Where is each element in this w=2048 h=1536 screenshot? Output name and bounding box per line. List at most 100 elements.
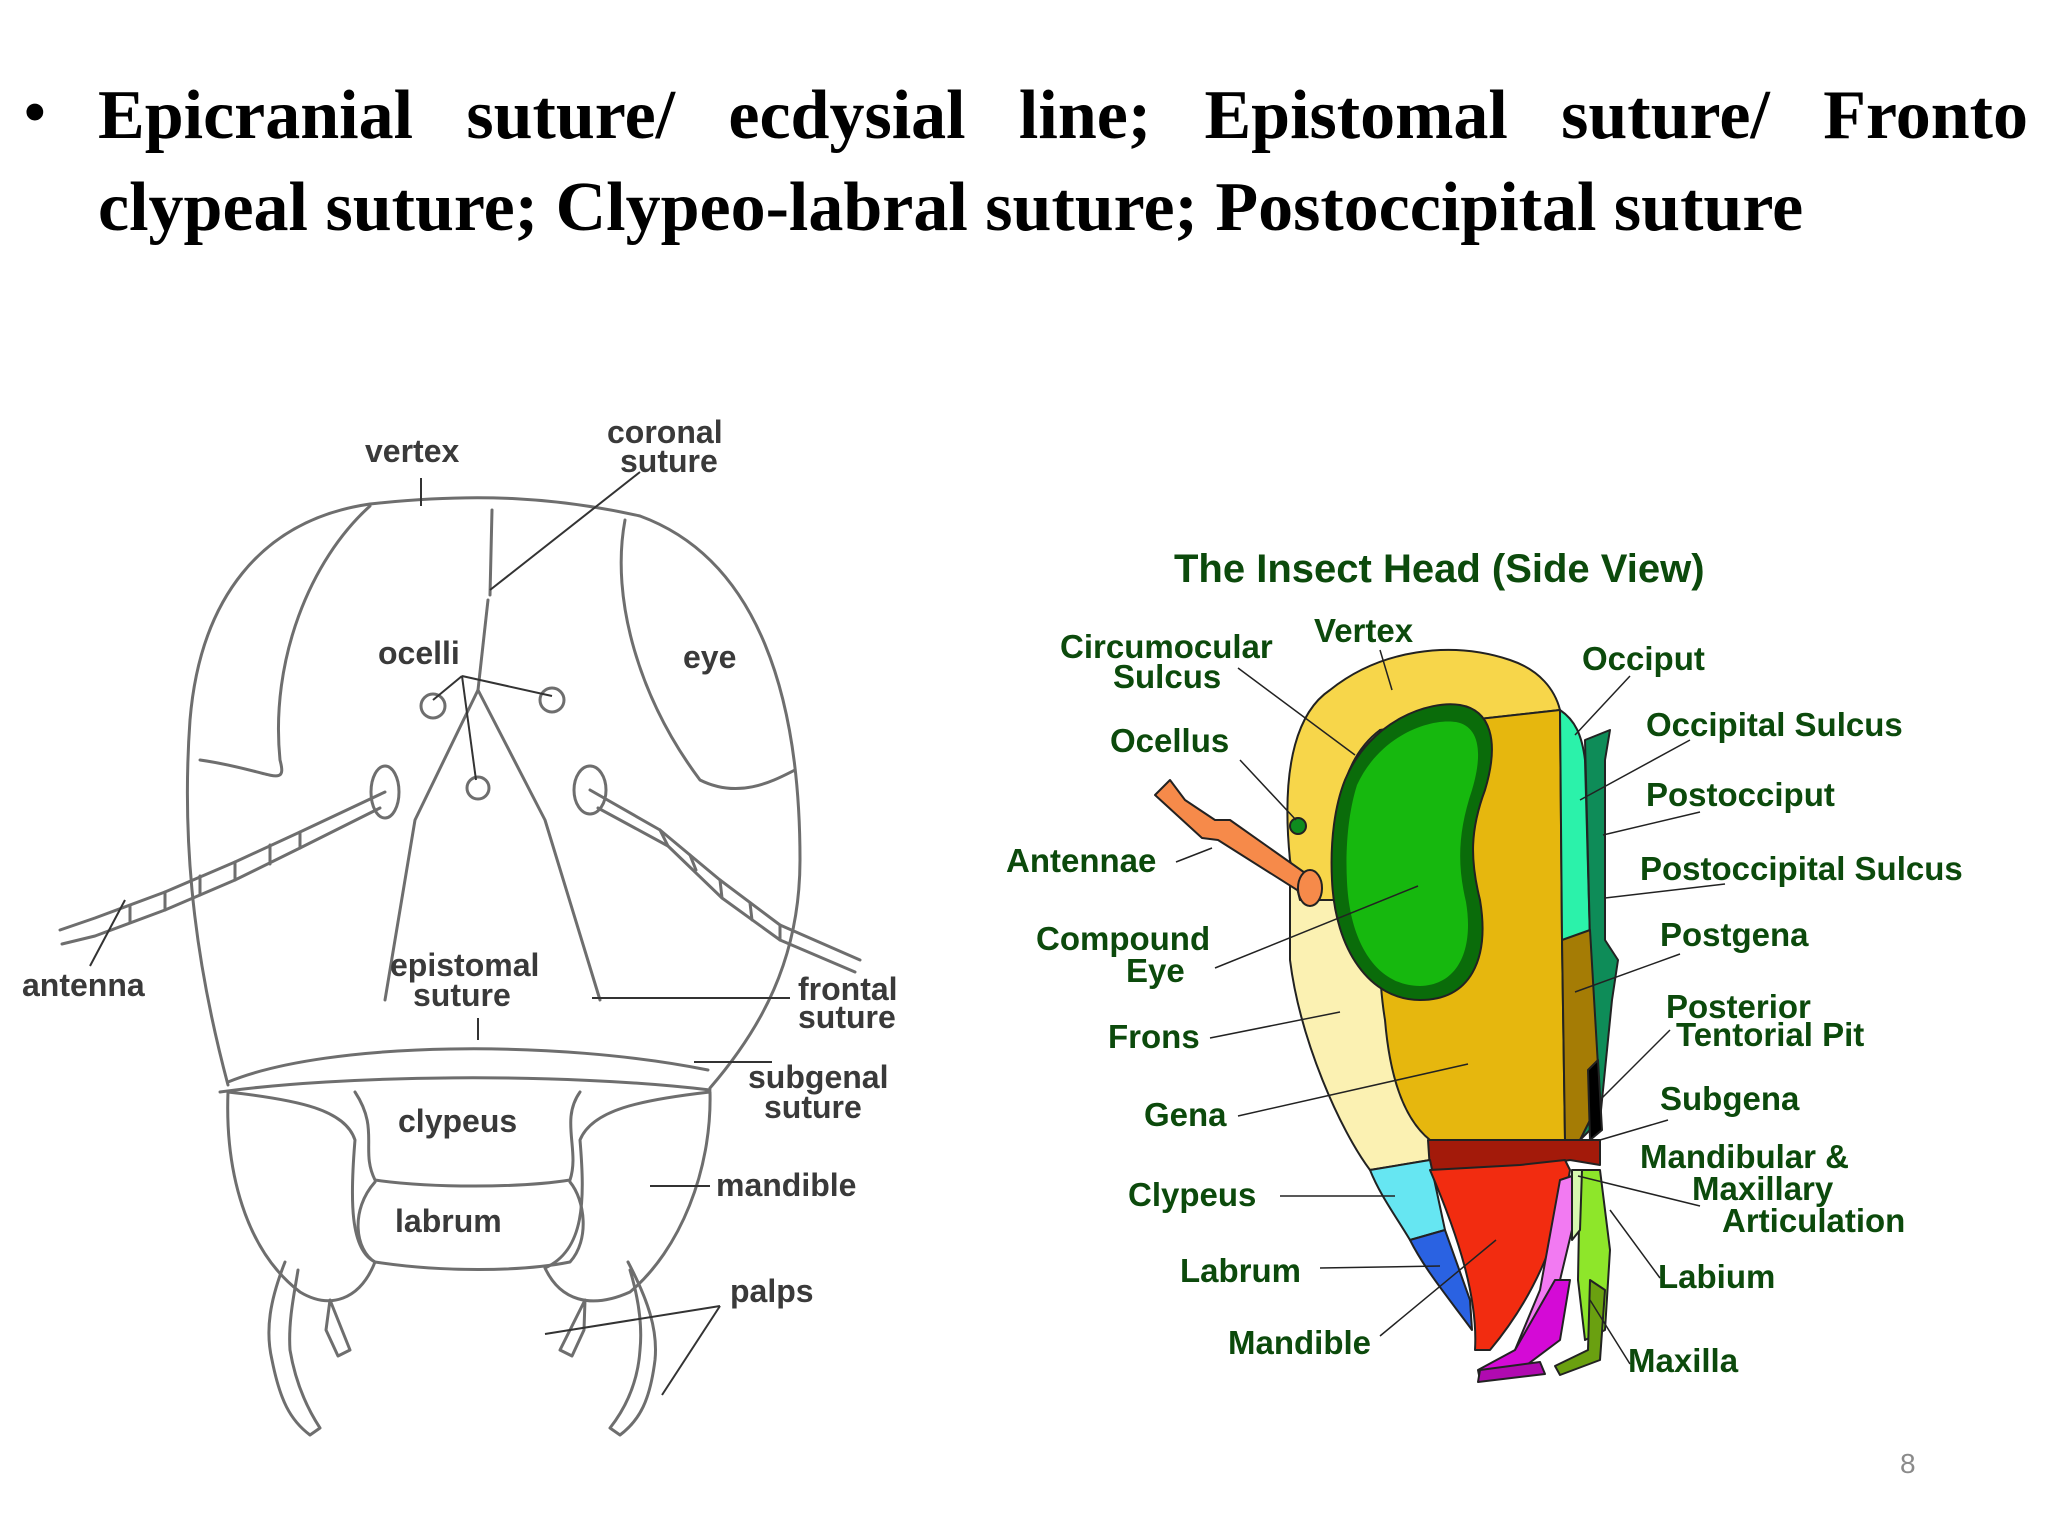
label-vertex-side: Vertex [1314, 612, 1414, 649]
mandible-leader-side [1379, 1239, 1497, 1337]
left-antenna [58, 790, 387, 946]
gena-leader [1237, 1063, 1469, 1117]
left-antenna-socket [369, 764, 401, 820]
label-ocelli: ocelli [378, 635, 460, 671]
side-view-labels: Circumocular Sulcus Vertex Occiput Ocell… [1006, 612, 1963, 1379]
side-view-leaders [1175, 649, 1726, 1365]
label-frontal-1: frontal [798, 971, 898, 1007]
front-view-labels: vertex coronal suture ocelli eye antenna… [22, 414, 898, 1309]
label-epistomal-1: epistomal [390, 947, 539, 983]
frons-leader [1209, 1011, 1341, 1039]
left-mandible-outline [226, 1090, 377, 1303]
occiput-leader [1574, 675, 1631, 736]
label-subgenal-1: subgenal [748, 1059, 888, 1095]
label-ocellus: Ocellus [1110, 722, 1229, 759]
label-vertex: vertex [365, 433, 460, 469]
labrum-region [1409, 1229, 1473, 1331]
palps-leader-2 [661, 1305, 721, 1396]
label-eye: eye [683, 639, 736, 675]
subgenal-suture-line [218, 1076, 712, 1094]
label-palps: palps [730, 1273, 814, 1309]
labrum-outline [356, 1180, 585, 1271]
ocellus [1289, 817, 1307, 835]
labrum-leader [1319, 1265, 1441, 1269]
label-posterior-2: Tentorial Pit [1676, 1016, 1864, 1053]
label-coronal-2: suture [620, 443, 718, 479]
left-palp-inner [324, 1298, 352, 1358]
page-number: 8 [1900, 1448, 1916, 1479]
label-circumocular-1: Circumocular [1060, 628, 1273, 665]
label-postoccipital-sulcus: Postoccipital Sulcus [1640, 850, 1963, 887]
labium-light [1571, 1169, 1583, 1241]
label-postocciput: Postocciput [1646, 776, 1835, 813]
label-epistomal-2: suture [413, 977, 511, 1013]
coronal-leader [489, 471, 641, 591]
label-mandible: mandible [716, 1167, 856, 1203]
head-capsule-outline [185, 496, 802, 1090]
label-posterior-1: Posterior [1666, 988, 1811, 1025]
compound-eye [1346, 721, 1479, 986]
label-occipital-sulcus: Occipital Sulcus [1646, 706, 1903, 743]
occipital-sulcus-leader [1579, 739, 1691, 801]
right-antenna-socket [572, 764, 608, 816]
label-clypeus-side: Clypeus [1128, 1176, 1256, 1213]
front-view-leaders [89, 471, 790, 1396]
label-subgena: Subgena [1660, 1080, 1800, 1117]
antennae-leader [1175, 847, 1213, 863]
left-antenna-segments [128, 830, 302, 924]
label-mandibular-2: Maxillary [1692, 1170, 1834, 1207]
label-frontal-2: suture [798, 999, 896, 1035]
ocellus-right [538, 686, 566, 714]
ocellus-middle [465, 775, 491, 801]
left-eye-outline [198, 504, 372, 778]
right-mandible-outline [543, 1090, 712, 1303]
frontal-suture-left [383, 688, 480, 1002]
label-maxilla: Maxilla [1628, 1342, 1739, 1379]
antenna-leader [89, 899, 126, 967]
ocelli-leader-2 [461, 675, 553, 697]
posterior-tentorial-pit [1587, 1059, 1603, 1141]
clypeus-outline [353, 1090, 582, 1188]
bullet-dot: • [24, 79, 46, 147]
compound-eye-leader [1214, 885, 1419, 969]
label-postgena: Postgena [1660, 916, 1809, 953]
palps-leader-1 [544, 1305, 721, 1335]
subgena-leader [1599, 1119, 1669, 1141]
label-antenna: antenna [22, 967, 145, 1003]
articulation-leader [1577, 1175, 1701, 1207]
ocellus-left [419, 692, 447, 720]
labial-palp [1477, 1361, 1546, 1383]
right-antenna-segments [658, 828, 782, 942]
label-circumocular-2: Sulcus [1113, 658, 1221, 695]
right-eye-outline [619, 518, 797, 790]
label-occiput: Occiput [1582, 640, 1705, 677]
postoccipital-sulcus-leader [1604, 883, 1726, 899]
postgena-leader [1574, 953, 1681, 993]
bullet-text: Epicranial suture/ ecdysial line; Episto… [98, 70, 2028, 254]
label-mandibular-3: Articulation [1722, 1202, 1905, 1239]
antenna-flagellum [1154, 779, 1316, 896]
label-mandibular-1: Mandibular & [1640, 1138, 1849, 1175]
left-palp-outer [267, 1260, 322, 1437]
label-coronal-1: coronal [607, 414, 723, 450]
coronal-suture-line [488, 508, 494, 597]
label-mandible-side: Mandible [1228, 1324, 1371, 1361]
antenna-base [1297, 869, 1323, 907]
label-labrum: labrum [395, 1203, 502, 1239]
frontal-suture-right [476, 688, 602, 1002]
label-frons: Frons [1108, 1018, 1200, 1055]
side-view-diagram [1154, 649, 1619, 1383]
right-palp-inner [558, 1298, 587, 1358]
bullet-line-1: Epicranial suture/ ecdysial line; Episto… [98, 77, 2028, 154]
ocellus-leader [1239, 759, 1297, 821]
circumocular-leader [1237, 667, 1356, 756]
front-view-diagram [58, 496, 862, 1437]
epistomal-suture-line [226, 1047, 710, 1084]
side-view-title: The Insect Head (Side View) [1174, 547, 1705, 591]
label-labrum-side: Labrum [1180, 1252, 1301, 1289]
label-clypeus: clypeus [398, 1103, 517, 1139]
tentorial-pit-leader [1599, 1029, 1671, 1101]
ocelli-leader-1 [432, 675, 463, 701]
